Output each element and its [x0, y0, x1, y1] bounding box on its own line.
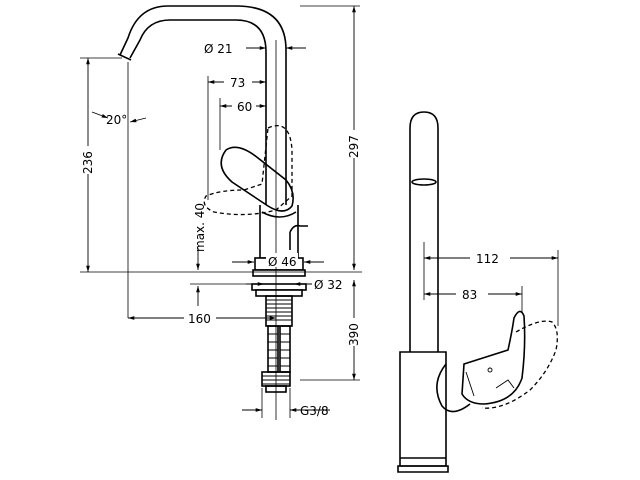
- dim-diameter-21: Ø 21: [204, 42, 233, 56]
- dim-73: 73: [230, 76, 245, 90]
- supply-hose-right: [279, 325, 291, 373]
- lever-handle: [220, 146, 294, 212]
- dim-112: 112: [476, 252, 499, 266]
- dim-g3-8: G3/8: [300, 404, 329, 418]
- side-view: 112 83: [397, 111, 559, 473]
- side-lever-handle: [461, 310, 526, 405]
- front-view: Ø 21 73 60 297 236 20° max. 40: [80, 5, 362, 420]
- side-aerator: [411, 178, 437, 186]
- dim-max-40: max. 40: [193, 203, 207, 252]
- dim-83: 83: [462, 288, 477, 302]
- mounting-plate: [251, 283, 307, 291]
- dim-390: 390: [347, 323, 361, 346]
- dim-60: 60: [237, 100, 252, 114]
- spout-outline: [119, 5, 287, 205]
- side-spout-column: [409, 111, 439, 352]
- dim-diameter-46: Ø 46: [268, 255, 297, 269]
- supply-hose-left: [267, 325, 279, 373]
- dim-160: 160: [188, 312, 211, 326]
- side-faucet-body: [399, 351, 447, 467]
- lever-handle-open-position: [203, 124, 293, 216]
- side-lever-handle-open-position: [481, 320, 558, 409]
- dim-236: 236: [81, 151, 95, 174]
- dim-297: 297: [347, 135, 361, 158]
- threaded-shank: [265, 295, 293, 327]
- dim-diameter-32: Ø 32: [314, 278, 343, 292]
- dim-angle-20: 20°: [106, 113, 127, 127]
